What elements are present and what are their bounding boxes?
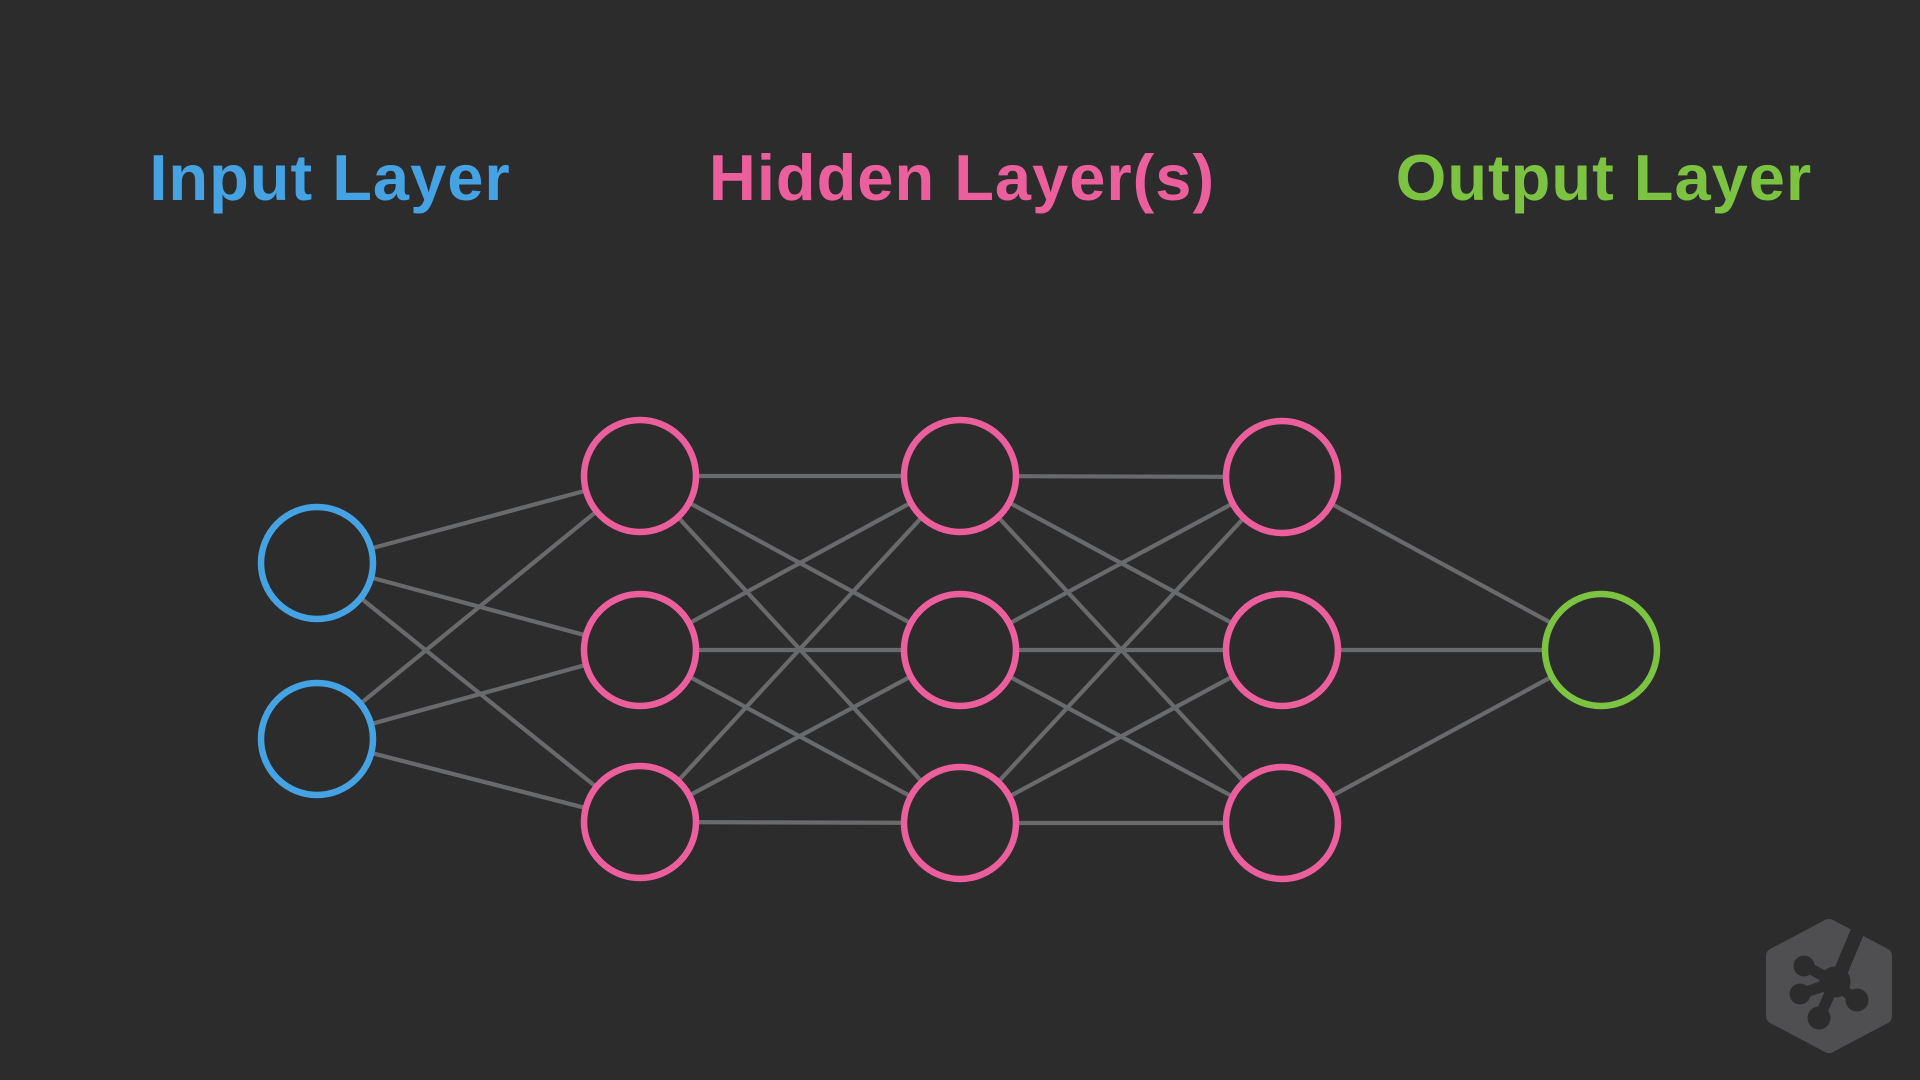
node-hidden-1-1: [580, 416, 700, 536]
node-output-1: [1541, 590, 1661, 710]
edge-hidden-3-2-to-output-0: [1280, 648, 1603, 825]
node-hidden-3-3: [1222, 763, 1342, 883]
edge-input-1-to-hidden-1-0: [315, 474, 642, 741]
edge-hidden-3-0-to-output-0: [1280, 475, 1603, 652]
edge-hidden-2-2-to-hidden-3-1: [959, 648, 1283, 825]
node-hidden-3-1: [1222, 417, 1342, 537]
node-hidden-3-2: [1222, 590, 1342, 710]
node-hidden-1-2: [580, 590, 700, 710]
output-layer-label: Output Layer: [1395, 141, 1813, 214]
edge-hidden-2-1-to-hidden-3-0: [959, 475, 1283, 652]
edge-hidden-1-2-to-hidden-2-1: [639, 648, 961, 824]
nodes: [257, 416, 1661, 883]
logo-footprint: [1789, 909, 1871, 1030]
edge-hidden-1-1-to-hidden-2-0: [638, 474, 962, 652]
input-layer-label: Input Layer: [149, 141, 511, 214]
node-hidden-2-2: [900, 590, 1020, 710]
node-hidden-2-1: [900, 416, 1020, 536]
node-input-1: [257, 503, 377, 623]
node-hidden-2-3: [900, 763, 1020, 883]
node-input-2: [257, 679, 377, 799]
node-hidden-1-3: [580, 762, 700, 882]
edge-hidden-2-2-to-hidden-3-0: [958, 475, 1284, 825]
edge-hidden-1-2-to-hidden-2-0: [638, 474, 962, 824]
hidden-layer-label: Hidden Layer(s): [708, 141, 1216, 214]
